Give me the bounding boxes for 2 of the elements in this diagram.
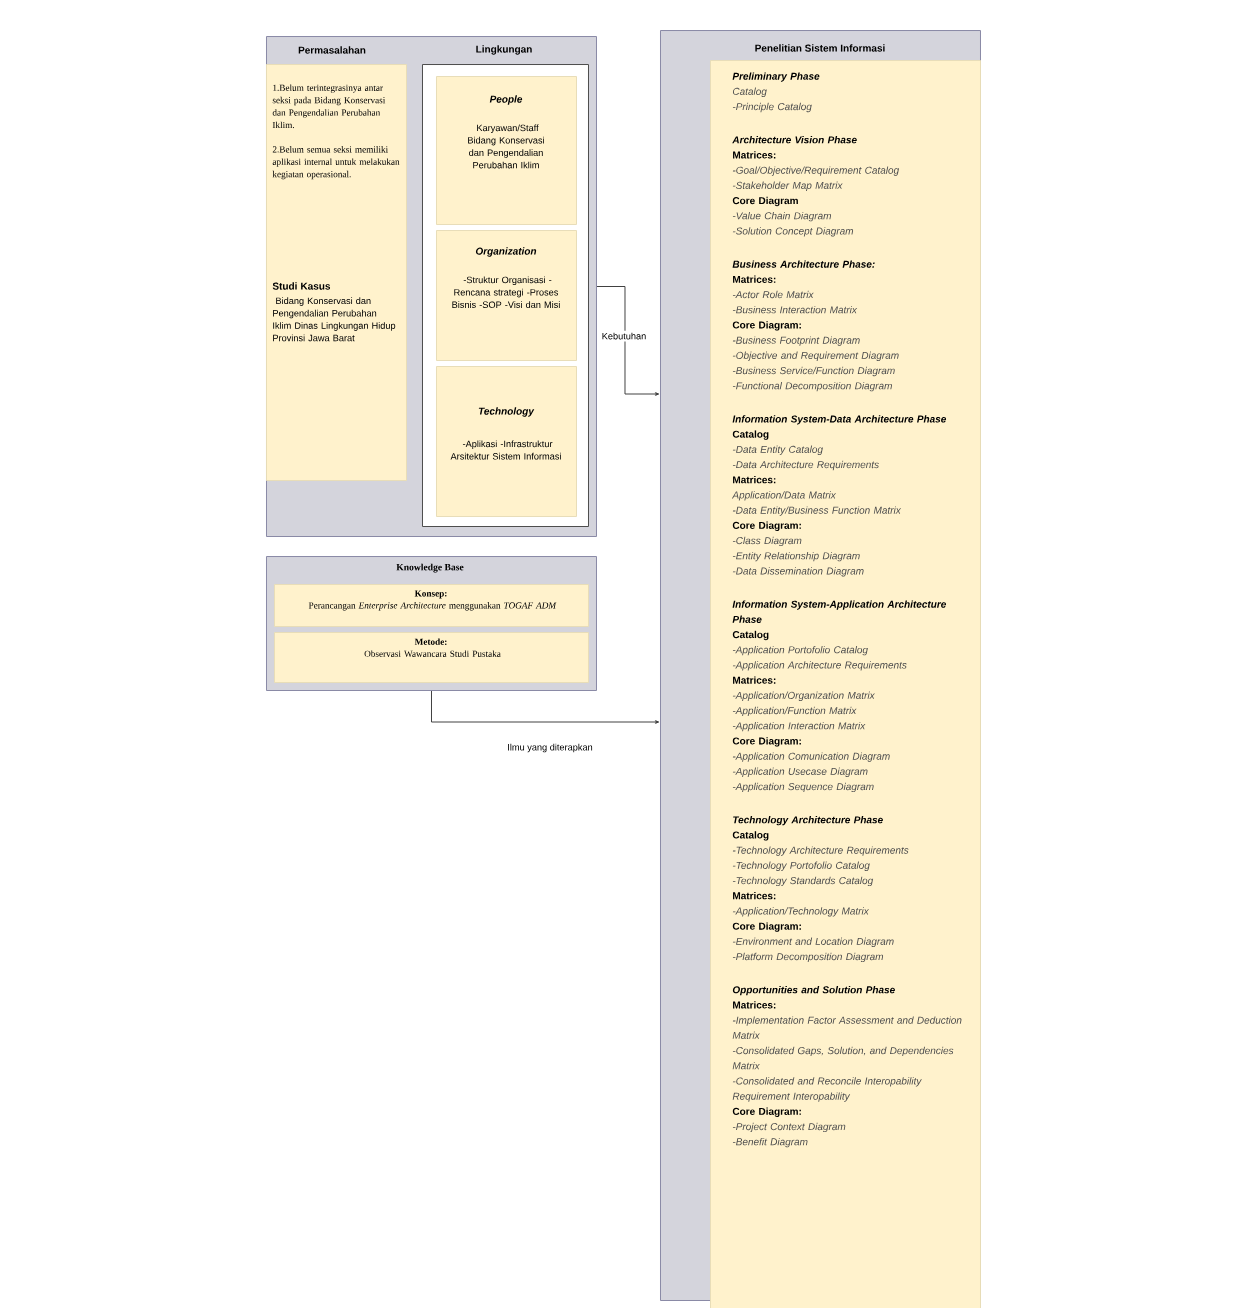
connector-arrow (431, 690, 660, 724)
connector-arrow (596, 286, 660, 396)
